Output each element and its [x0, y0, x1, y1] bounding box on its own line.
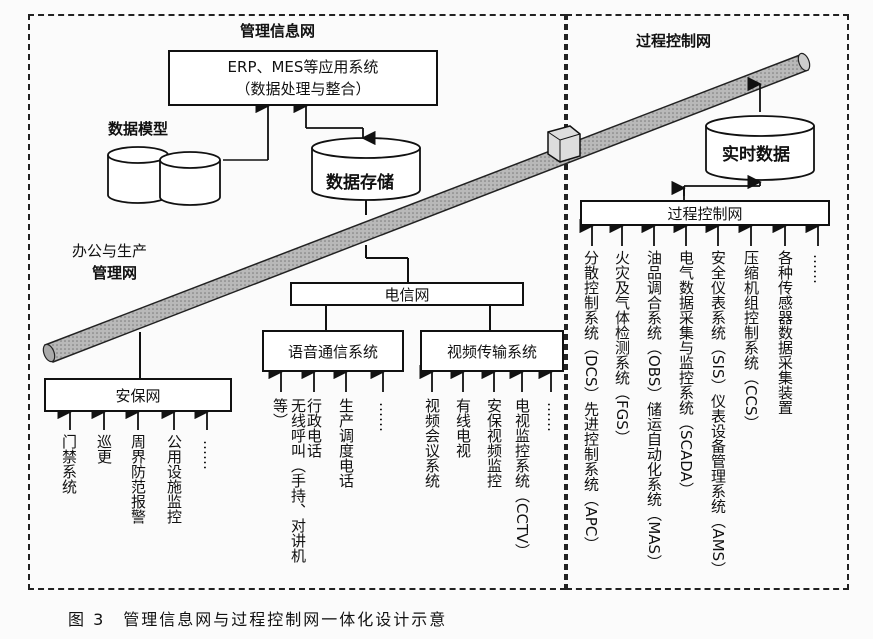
office-net-label-2: 管理网: [92, 264, 138, 282]
mis-zone: [28, 14, 566, 590]
video-arrows: [419, 364, 553, 392]
pcn-box-label: 过程控制网: [667, 204, 743, 223]
pcn-zone: [566, 14, 849, 590]
pcn-item-more: ……: [810, 254, 828, 284]
security-item-access: 门禁系统: [60, 434, 78, 494]
voice-item-dispatch-phone: 生产调度电话: [337, 398, 355, 488]
pcn-item-scada: 电气数据采集与监控系统（SCADA）: [677, 250, 695, 497]
security-item-patrol: 巡更: [95, 434, 113, 464]
pcn-item-ccs: 压缩机组控制系统（CCS）: [742, 250, 760, 431]
security-item-perimeter: 周界防范报警: [129, 434, 147, 524]
figure-caption: 图 3 管理信息网与过程控制网一体化设计示意: [68, 610, 448, 629]
telecom-label: 电信网: [384, 285, 430, 304]
pcn-zone-title: 过程控制网: [636, 32, 712, 50]
video-system-box: 视频传输系统: [420, 330, 564, 372]
security-arrows: [57, 404, 209, 430]
security-net-box: 安保网: [44, 378, 232, 412]
security-item-more: ……: [200, 440, 218, 470]
voice-system-label: 语音通信系统: [287, 342, 378, 361]
pcn-arrows: [579, 218, 820, 246]
video-system-label: 视频传输系统: [446, 342, 537, 361]
office-net-label-1: 办公与生产: [72, 242, 148, 260]
data-storage-cylinder: [311, 137, 421, 201]
voice-item-admin-phone: 行政电话: [305, 398, 323, 458]
pcn-item-obs-mas: 油品调合系统（OBS）储运自动化系统（MAS）: [645, 250, 663, 570]
mis-zone-title: 管理信息网: [240, 22, 316, 40]
voice-system-box: 语音通信系统: [262, 330, 404, 372]
data-model-cylinders: [107, 146, 221, 206]
pcn-item-dcs-apc: 分散控制系统（DCS）先进控制系统（APC）: [582, 250, 600, 552]
video-item-cable-tv: 有线电视: [454, 398, 472, 458]
telecom-box: 电信网: [290, 282, 524, 306]
pcn-item-sensors: 各种传感器数据采集装置: [776, 250, 794, 415]
pcn-item-fgs: 火灾及气体检测系统（FGS）: [613, 250, 631, 445]
security-net-label: 安保网: [115, 386, 161, 405]
erp-line1: ERP、MES等应用系统: [227, 58, 379, 76]
pcn-box: 过程控制网: [580, 200, 830, 226]
security-item-facility: 公用设施监控: [165, 434, 183, 524]
voice-arrows: [268, 364, 385, 392]
video-item-conference: 视频会议系统: [423, 398, 441, 488]
gateway-node: [547, 125, 581, 163]
video-item-more: ……: [544, 402, 562, 432]
realtime-data-label: 实时数据: [722, 145, 790, 165]
video-item-security-video: 安保视频监控: [485, 398, 503, 488]
data-storage-label: 数据存储: [326, 173, 394, 193]
pcn-item-sis-ams: 安全仪表系统（SIS）仪表设备管理系统（AMS）: [709, 250, 727, 577]
erp-line2: （数据处理与整合）: [235, 80, 371, 98]
voice-item-more: ……: [376, 402, 394, 432]
video-item-cctv: 电视监控系统（CCTV）: [513, 398, 531, 559]
data-model-label: 数据模型: [108, 120, 169, 138]
realtime-data-cylinder: [705, 115, 815, 181]
erp-mes-box: ERP、MES等应用系统 （数据处理与整合）: [168, 50, 438, 106]
voice-item-wireless: 无线呼叫（手持、对讲机等）: [271, 398, 307, 563]
